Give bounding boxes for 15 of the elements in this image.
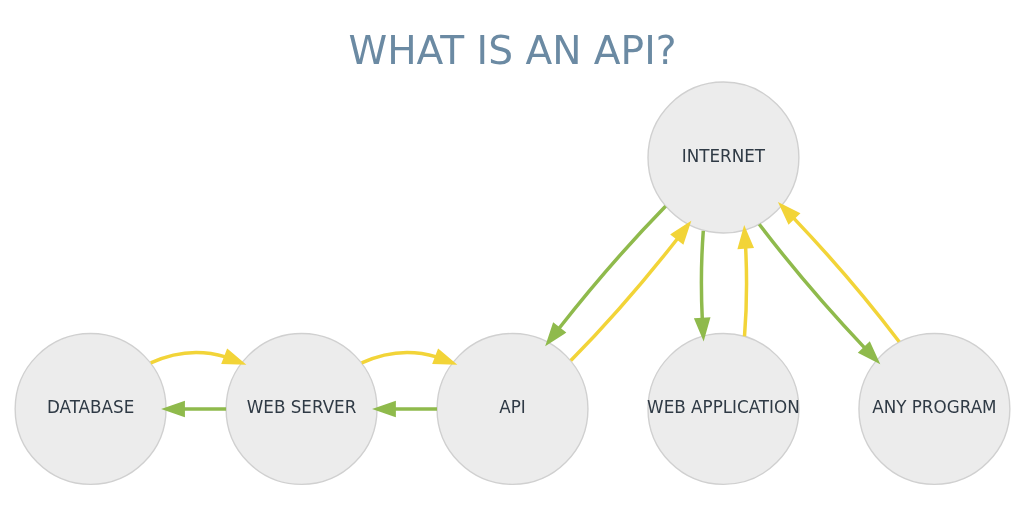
arrow: [757, 223, 880, 365]
node-circle: DATABASE: [13, 332, 167, 486]
node-circle: WEB SERVER: [224, 332, 378, 486]
node-circle: API: [435, 332, 589, 486]
arrow: [569, 220, 691, 362]
arrow: [777, 201, 901, 343]
arrow: [371, 400, 437, 418]
arrow: [149, 348, 246, 365]
arrow: [544, 205, 667, 347]
node-circle: WEB APPLICATION: [646, 332, 800, 486]
arrow: [160, 400, 226, 418]
arrow: [736, 224, 754, 337]
diagram-title: WHAT IS AN API?: [348, 28, 676, 74]
arrow: [360, 348, 457, 365]
arrow: [693, 230, 710, 342]
